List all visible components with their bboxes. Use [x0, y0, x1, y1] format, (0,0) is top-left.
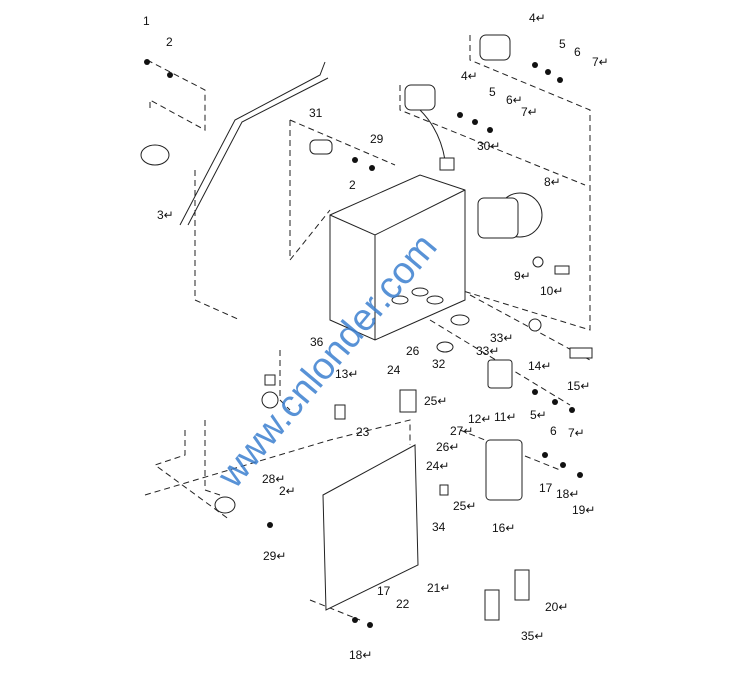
callout-label: 26	[406, 344, 420, 358]
callout-label: 3↵	[157, 208, 174, 222]
callout-label: 7↵	[568, 426, 585, 440]
callout-label: 30↵	[477, 139, 500, 153]
callout-label: 29	[370, 132, 384, 146]
callout-label: 28↵	[262, 472, 285, 486]
callout-label: 5	[559, 37, 566, 51]
callout-label: 20↵	[545, 600, 568, 614]
callout-label: 14↵	[528, 359, 551, 373]
callout-label: 4↵	[529, 11, 546, 25]
callout-label: 6	[574, 45, 581, 59]
enclosure-box	[329, 174, 466, 341]
callout-label: 10↵	[540, 284, 563, 298]
callout-label: 24	[387, 363, 401, 377]
mounting-rail	[179, 61, 329, 226]
callout-label: 2↵	[279, 484, 296, 498]
callout-label: 6	[550, 424, 557, 438]
callout-label: 32	[432, 357, 446, 371]
callout-label: 21↵	[427, 581, 450, 595]
callout-label: 4↵	[461, 69, 478, 83]
callout-label: 36	[310, 335, 324, 349]
callout-label: 9↵	[514, 269, 531, 283]
callout-label: 33↵	[490, 331, 513, 345]
callout-label: 34	[432, 520, 446, 534]
callout-label: 15↵	[567, 379, 590, 393]
callout-label: 18↵	[556, 487, 579, 501]
callout-label: 5↵	[530, 408, 547, 422]
callout-label: 5	[489, 85, 496, 99]
parts	[140, 34, 593, 628]
callout-label: 2	[349, 178, 356, 192]
cover-plate	[322, 444, 419, 611]
callout-label: 23	[356, 425, 370, 439]
callout-label: 26↵	[436, 440, 459, 454]
callout-label: 11↵	[494, 410, 517, 424]
callout-label: 19↵	[572, 503, 595, 517]
callout-label: 18↵	[349, 648, 372, 662]
callout-label: 17	[539, 481, 553, 495]
callout-label: 25↵	[453, 499, 476, 513]
callout-label: 27↵	[450, 424, 473, 438]
callout-label: 12↵	[468, 412, 491, 426]
callout-label: 33↵	[476, 344, 499, 358]
callout-labels: 1 2 3↵ 4↵ 5 6 7↵ 4↵ 5 6↵ 7↵ 30↵ 31 29 2 …	[143, 11, 609, 662]
callout-label: 7↵	[592, 55, 609, 69]
callout-label: 29↵	[263, 549, 286, 563]
callout-label: 8↵	[544, 175, 561, 189]
callout-label: 25↵	[424, 394, 447, 408]
callout-label: 31	[309, 106, 323, 120]
callout-label: 22	[396, 597, 410, 611]
callout-label: 13↵	[335, 367, 358, 381]
callout-label: 16↵	[492, 521, 515, 535]
callout-label: 7↵	[521, 105, 538, 119]
callout-label: 2	[166, 35, 173, 49]
callout-label: 17	[377, 584, 391, 598]
callout-label: 35↵	[521, 629, 544, 643]
callout-label: 1	[143, 14, 150, 28]
callout-label: 24↵	[426, 459, 449, 473]
callout-label: 6↵	[506, 93, 523, 107]
